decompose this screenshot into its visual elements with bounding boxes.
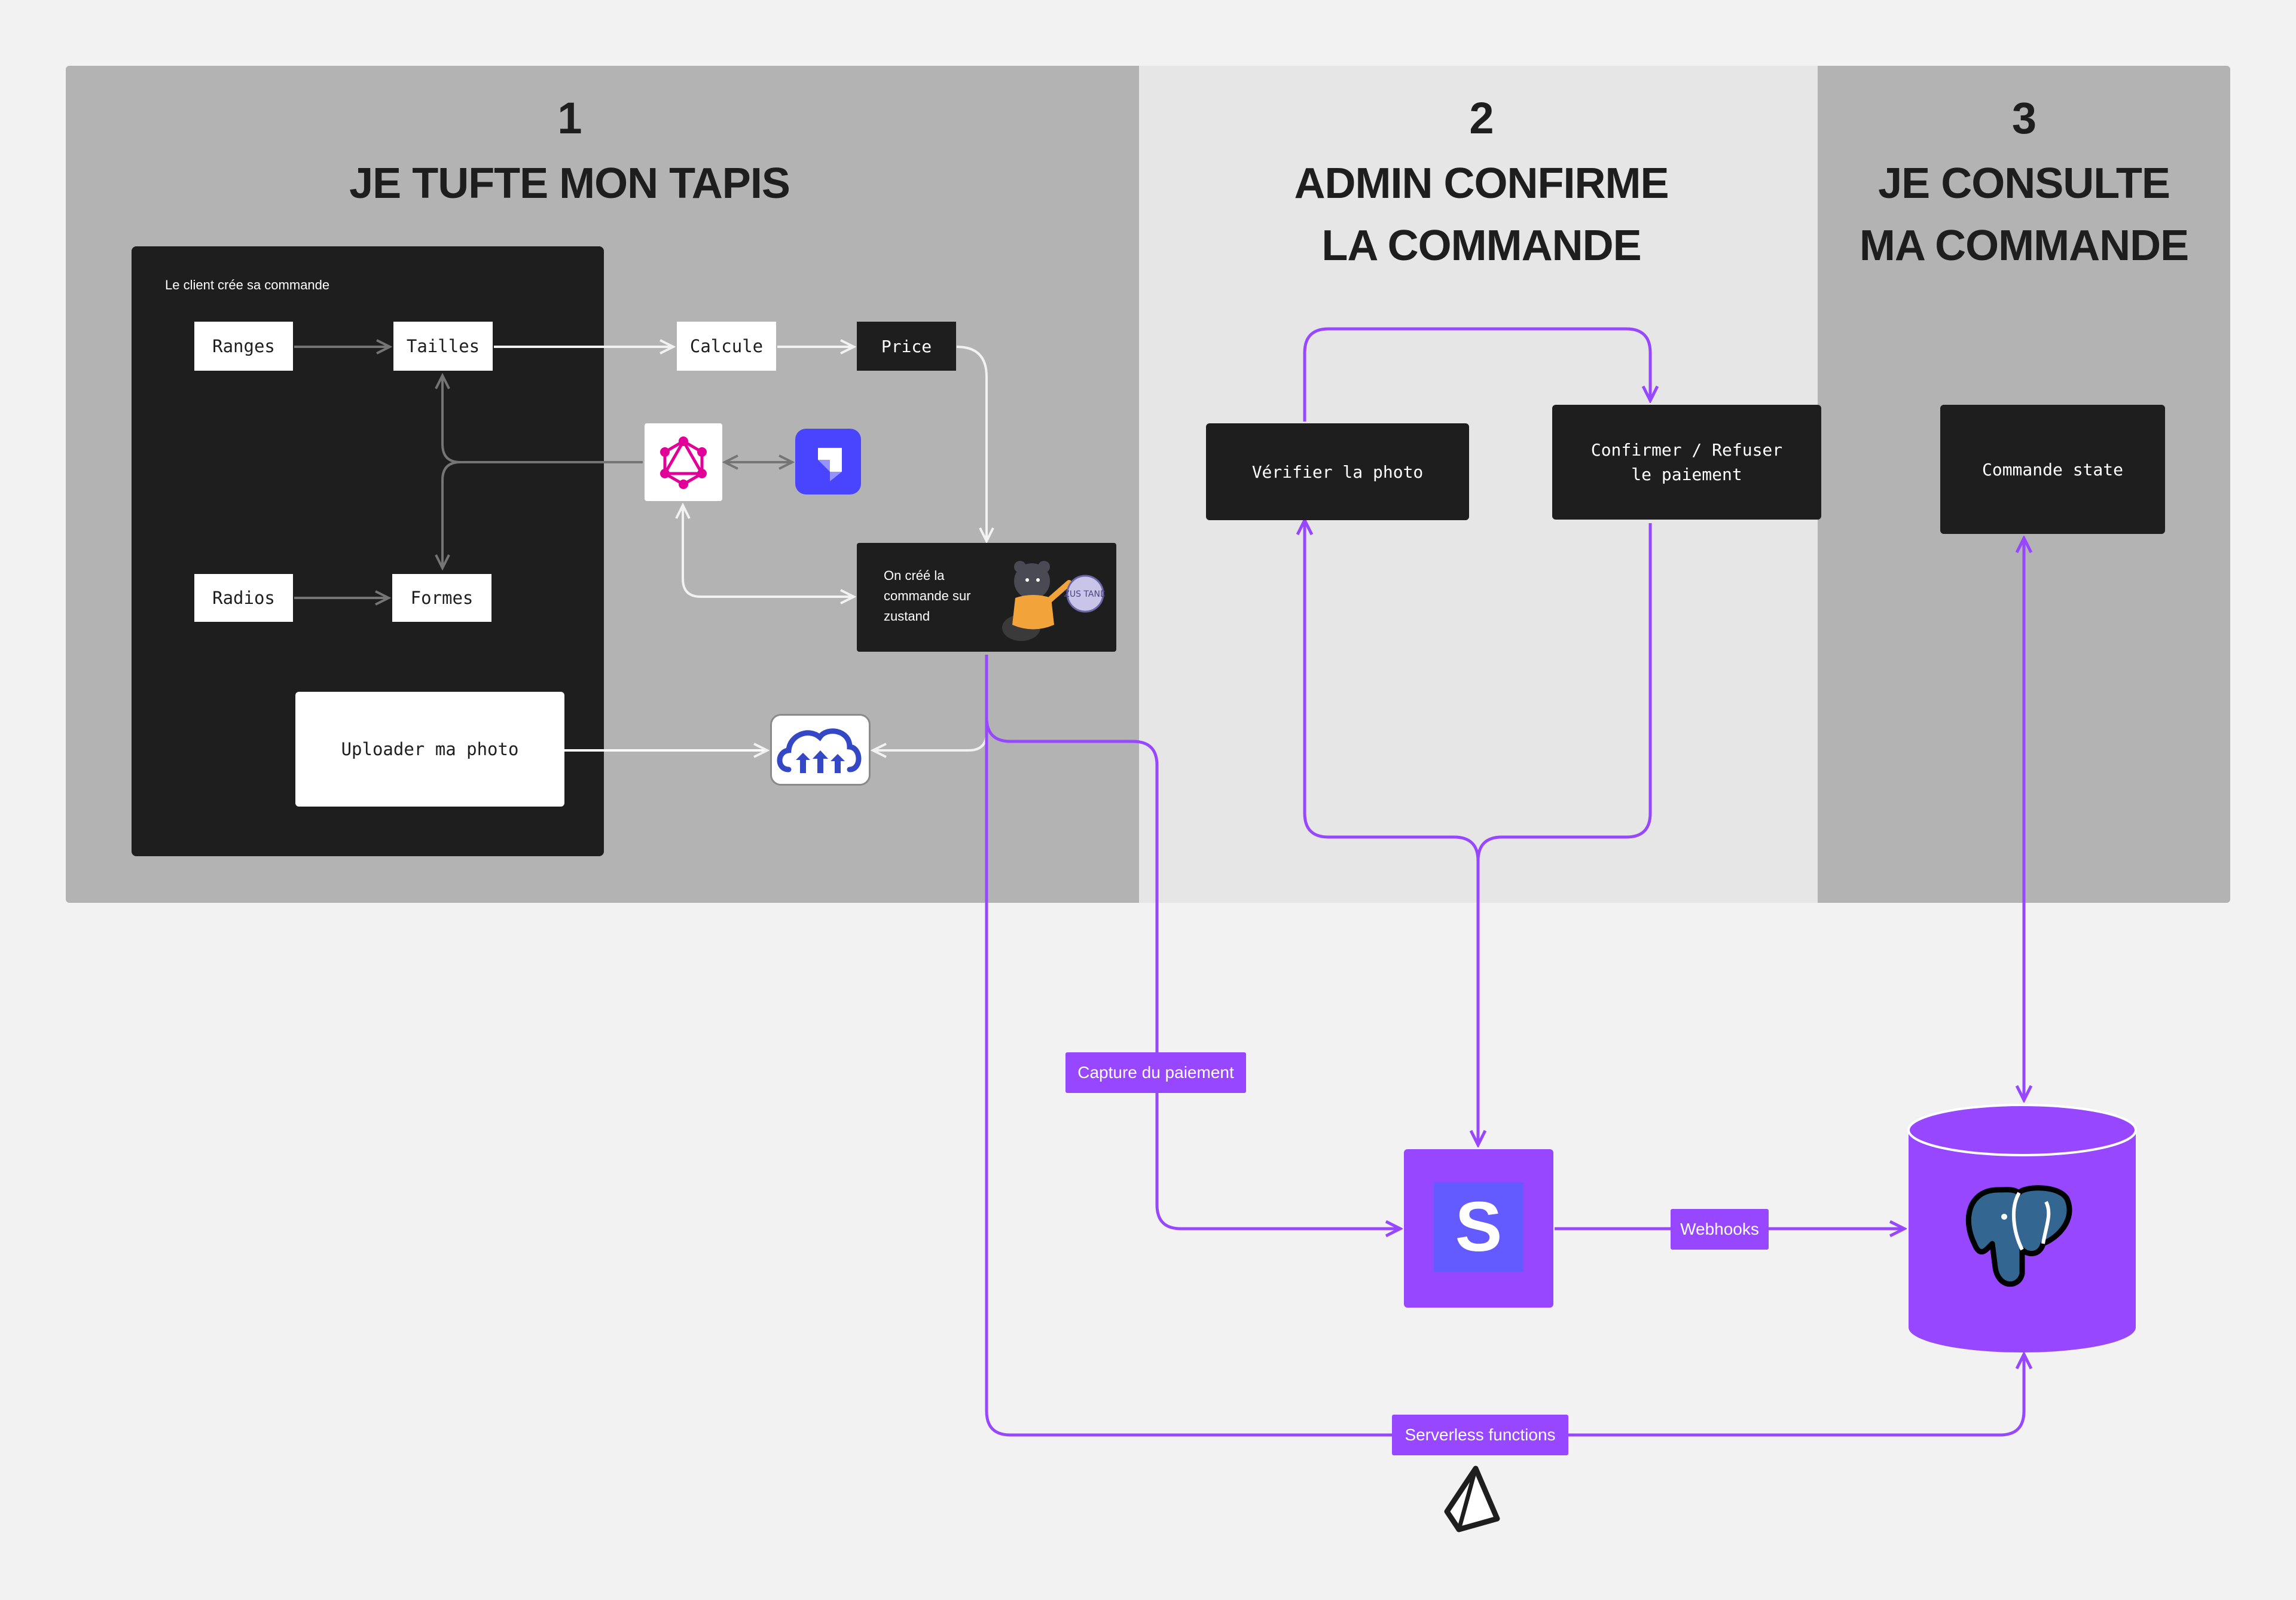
- radios-node[interactable]: Radios: [194, 574, 293, 622]
- formes-node[interactable]: Formes: [392, 574, 491, 622]
- stripe-letter: S: [1455, 1187, 1503, 1266]
- arrow-zustand-postgres: [985, 655, 2024, 1437]
- ranges-node[interactable]: Ranges: [194, 322, 293, 371]
- tailles-node[interactable]: Tailles: [393, 322, 493, 371]
- client-panel-label: Le client crée sa commande: [165, 277, 330, 292]
- arrow-zustand-cloudinary: [873, 655, 988, 750]
- graphql-icon: [645, 423, 722, 501]
- zustand-node[interactable]: On créé la commande sur zustand ZUS TAND: [857, 543, 1116, 652]
- section-number: 2: [1469, 93, 1494, 143]
- arrow-zustand-graphql: [683, 505, 854, 597]
- arrow-price-zustand: [956, 346, 987, 541]
- postgresql-icon: [1965, 1185, 2072, 1287]
- section-title-line: ADMIN CONFIRME: [1294, 160, 1669, 207]
- calcule-node[interactable]: Calcule: [677, 322, 776, 371]
- stripe-logo: S: [1434, 1182, 1523, 1272]
- section-title-line: JE CONSULTE: [1878, 160, 2170, 207]
- arrow-stripe-verify: [1305, 520, 1480, 862]
- section-title-line: MA COMMANDE: [1859, 222, 2189, 270]
- arrow-graphql-formes: [442, 461, 461, 568]
- webhooks-tag: Webhooks: [1671, 1209, 1769, 1250]
- zustand-node-text: On créé la commande sur zustand: [884, 568, 971, 624]
- strapi-icon: [795, 429, 861, 494]
- zustand-bear-icon: ZUS TAND: [1002, 561, 1105, 641]
- section-title-line: JE TUFTE MON TAPIS: [349, 160, 790, 207]
- stripe-icon: S: [1404, 1149, 1553, 1308]
- price-node[interactable]: Price: [857, 322, 956, 371]
- section-number: 3: [2011, 93, 2037, 143]
- commande-state-node[interactable]: Commande state: [1940, 405, 2165, 534]
- arrow-zustand-stripe: [985, 655, 1400, 1229]
- section-title-line: LA COMMANDE: [1321, 222, 1641, 270]
- prisma-icon: [1444, 1465, 1500, 1532]
- arrow-verify-confirm: [1303, 327, 1650, 422]
- upload-photo-node[interactable]: Uploader ma photo: [295, 692, 564, 807]
- arrow-graphql-tailles: [442, 375, 643, 463]
- zustand-badge: ZUS TAND: [1064, 590, 1105, 599]
- arrow-confirm-stripe: [1478, 523, 1652, 1145]
- verify-photo-node[interactable]: Vérifier la photo: [1206, 423, 1469, 520]
- capture-paiement-tag: Capture du paiement: [1065, 1052, 1246, 1093]
- section-number: 1: [557, 93, 582, 143]
- postgresql-database: [1907, 1104, 2137, 1352]
- confirm-payment-node[interactable]: Confirmer / Refuser le paiement: [1552, 405, 1821, 520]
- serverless-functions-tag: Serverless functions: [1392, 1415, 1568, 1455]
- cloudinary-icon: [770, 714, 871, 786]
